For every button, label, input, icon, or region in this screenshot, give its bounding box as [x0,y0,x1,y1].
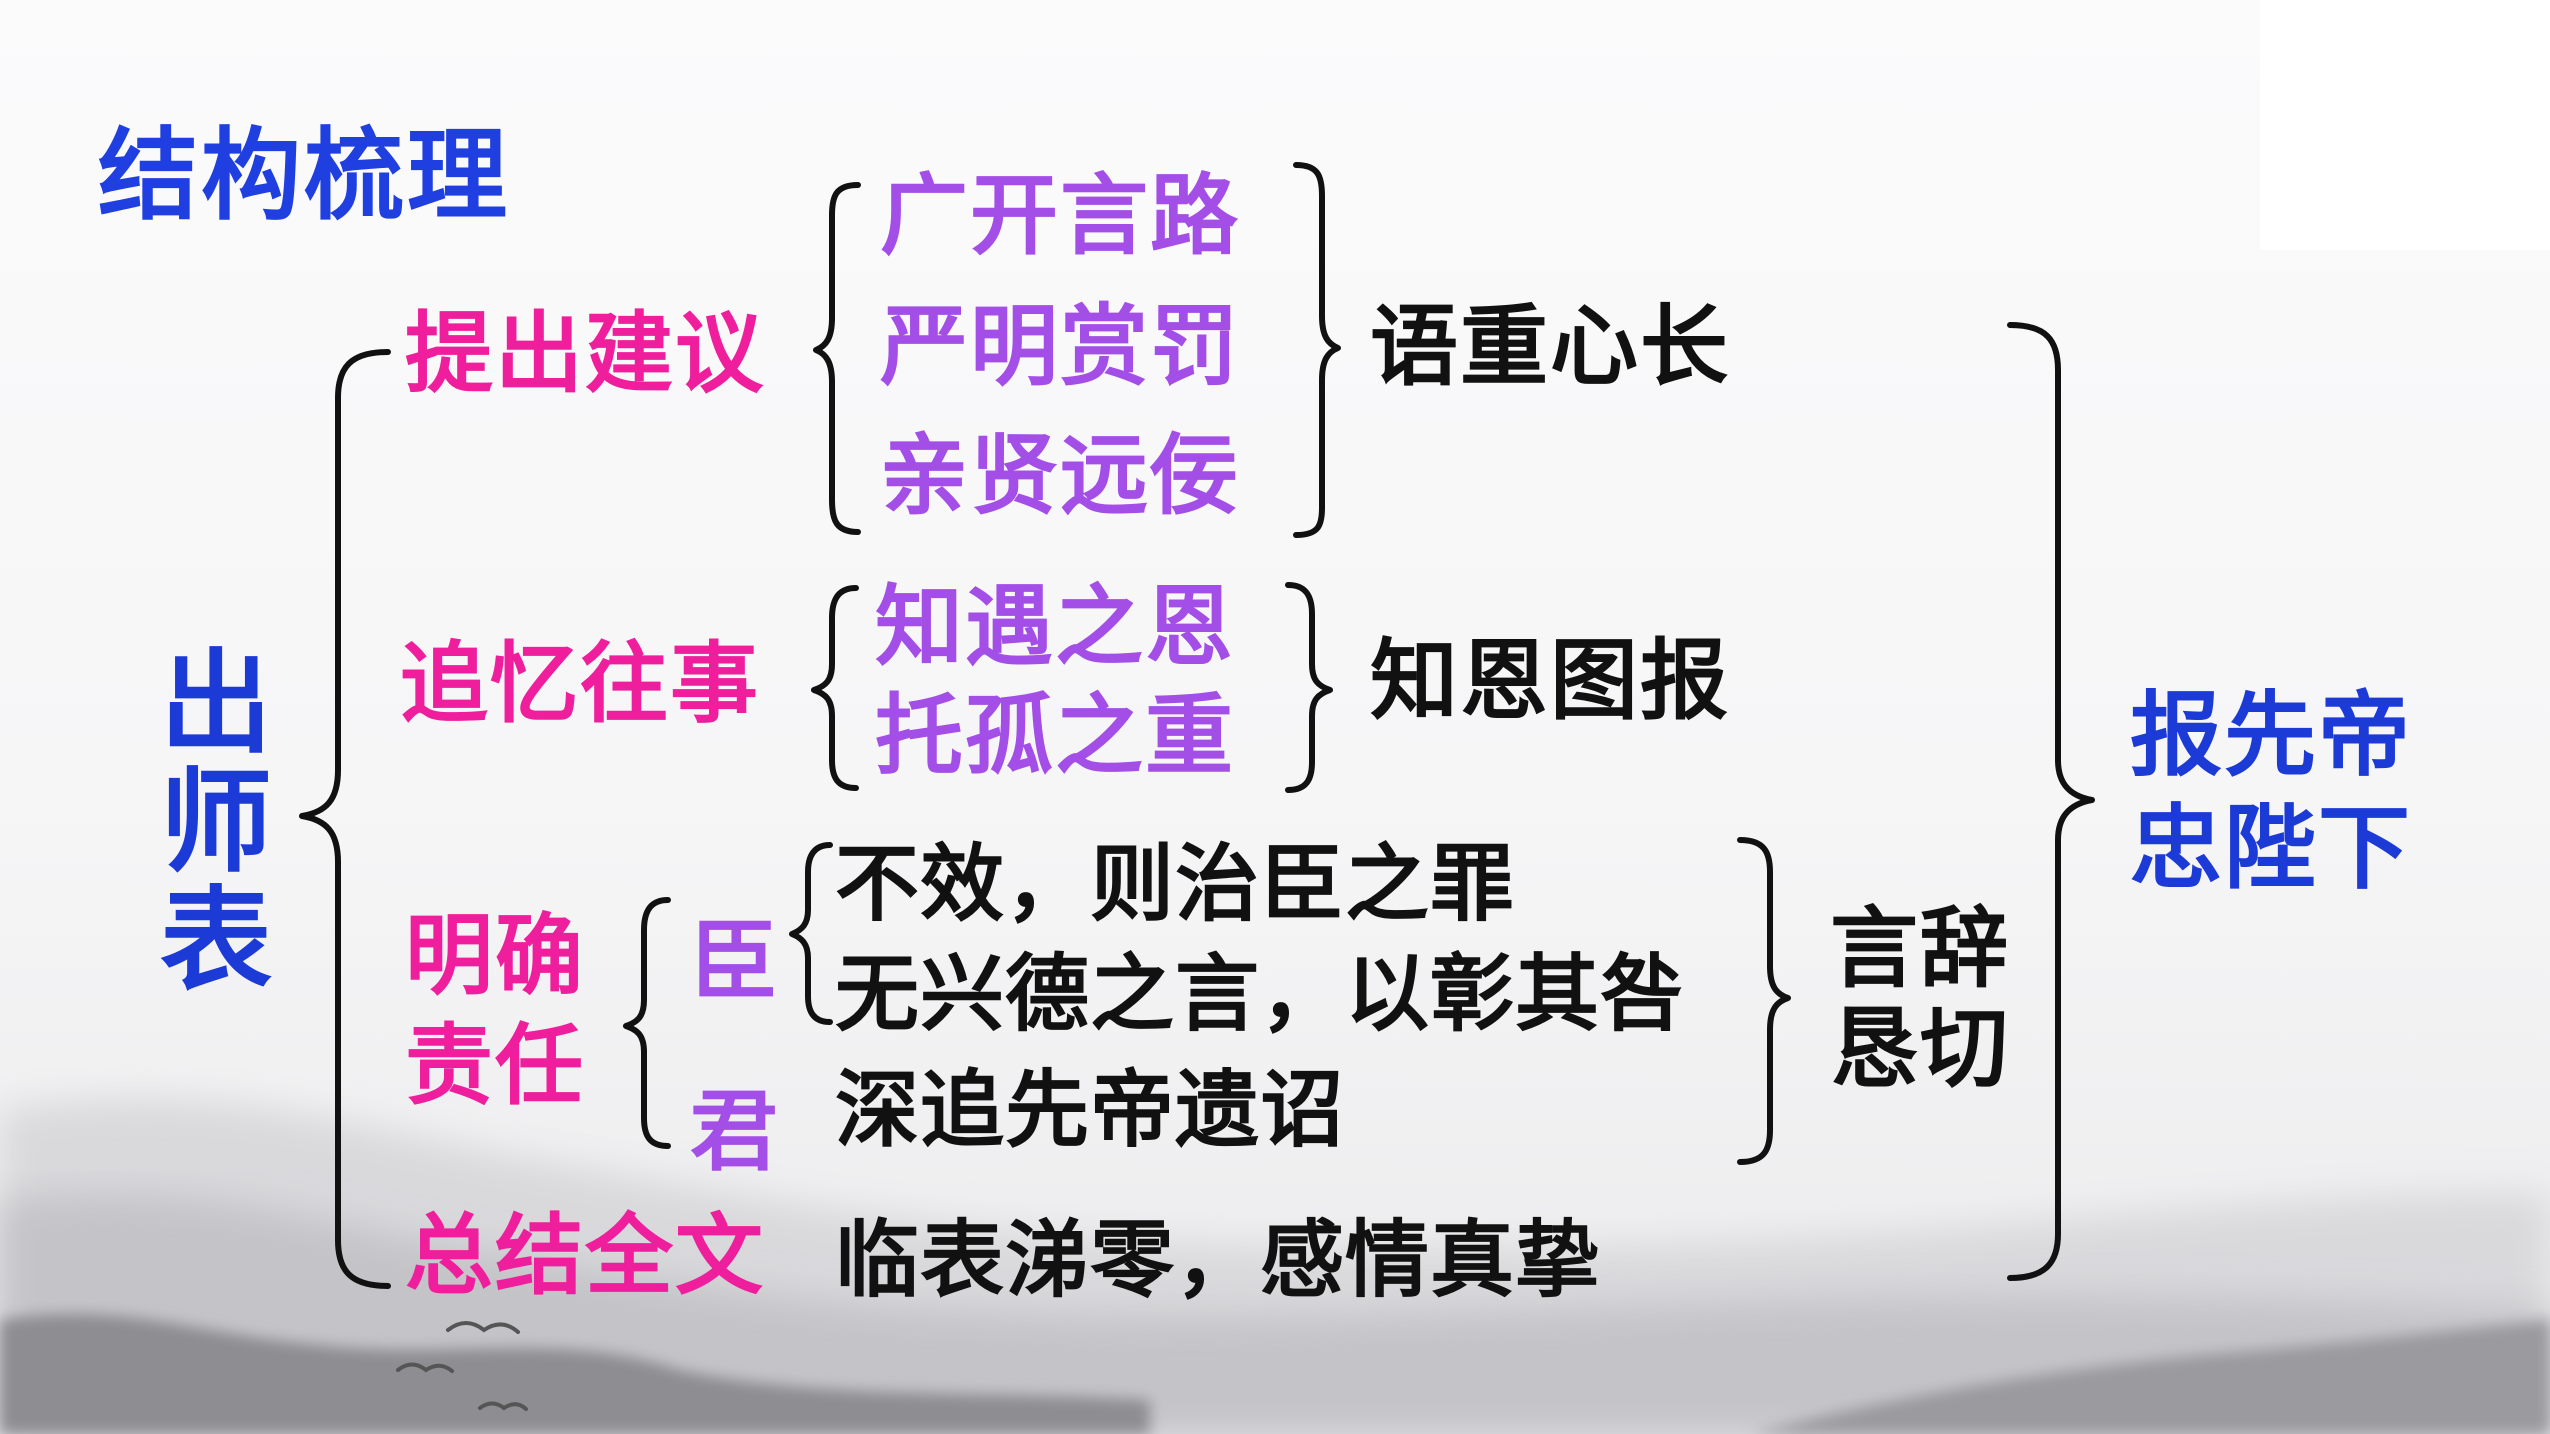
duty-summary-line1: 言辞 [1830,897,2011,1000]
final-line1: 报先帝 [2130,682,2413,789]
minister-item: 无兴德之言，以彰其咎 [835,945,1686,1043]
proposal-item: 广开言路 [880,164,1241,267]
duty-label-line2: 责任 [405,1014,586,1117]
recall-right-brace [1285,582,1333,793]
ruler-item: 深追先帝遗诏 [835,1061,1346,1159]
minister-left-brace [789,842,833,1025]
proposal-left-brace [813,182,861,535]
root-brace [299,349,391,1289]
minister-label: 臣 [690,910,781,1013]
duty-label-line1: 明确 [405,904,586,1007]
proposal-label: 提出建议 [405,302,766,405]
minister-item: 不效，则治臣之罪 [835,835,1516,933]
duty-left-brace [623,897,671,1149]
recall-summary: 知恩图报 [1370,629,1731,732]
recall-left-brace [811,585,859,791]
final-right-brace [2007,322,2095,1281]
slide-title: 结构梳理 [98,117,510,234]
root-label: 出师表 [160,639,272,1007]
duty-right-brace [1737,837,1791,1165]
white-corner-panel [2260,0,2550,250]
proposal-item: 严明赏罚 [880,295,1241,398]
conclusion-text: 临表涕零，感情真挚 [835,1211,1601,1309]
conclusion-label: 总结全文 [405,1204,766,1307]
duty-summary-line2: 恳切 [1830,997,2011,1100]
final-line2: 忠陛下 [2130,795,2413,902]
proposal-right-brace [1293,162,1341,538]
proposal-summary: 语重心长 [1370,295,1731,398]
recall-label: 追忆往事 [400,632,761,735]
recall-item: 知遇之恩 [875,575,1236,678]
ruler-label: 君 [690,1080,781,1183]
recall-item: 托孤之重 [875,684,1236,787]
proposal-item: 亲贤远佞 [880,424,1241,527]
birds-decoration [396,1321,528,1411]
